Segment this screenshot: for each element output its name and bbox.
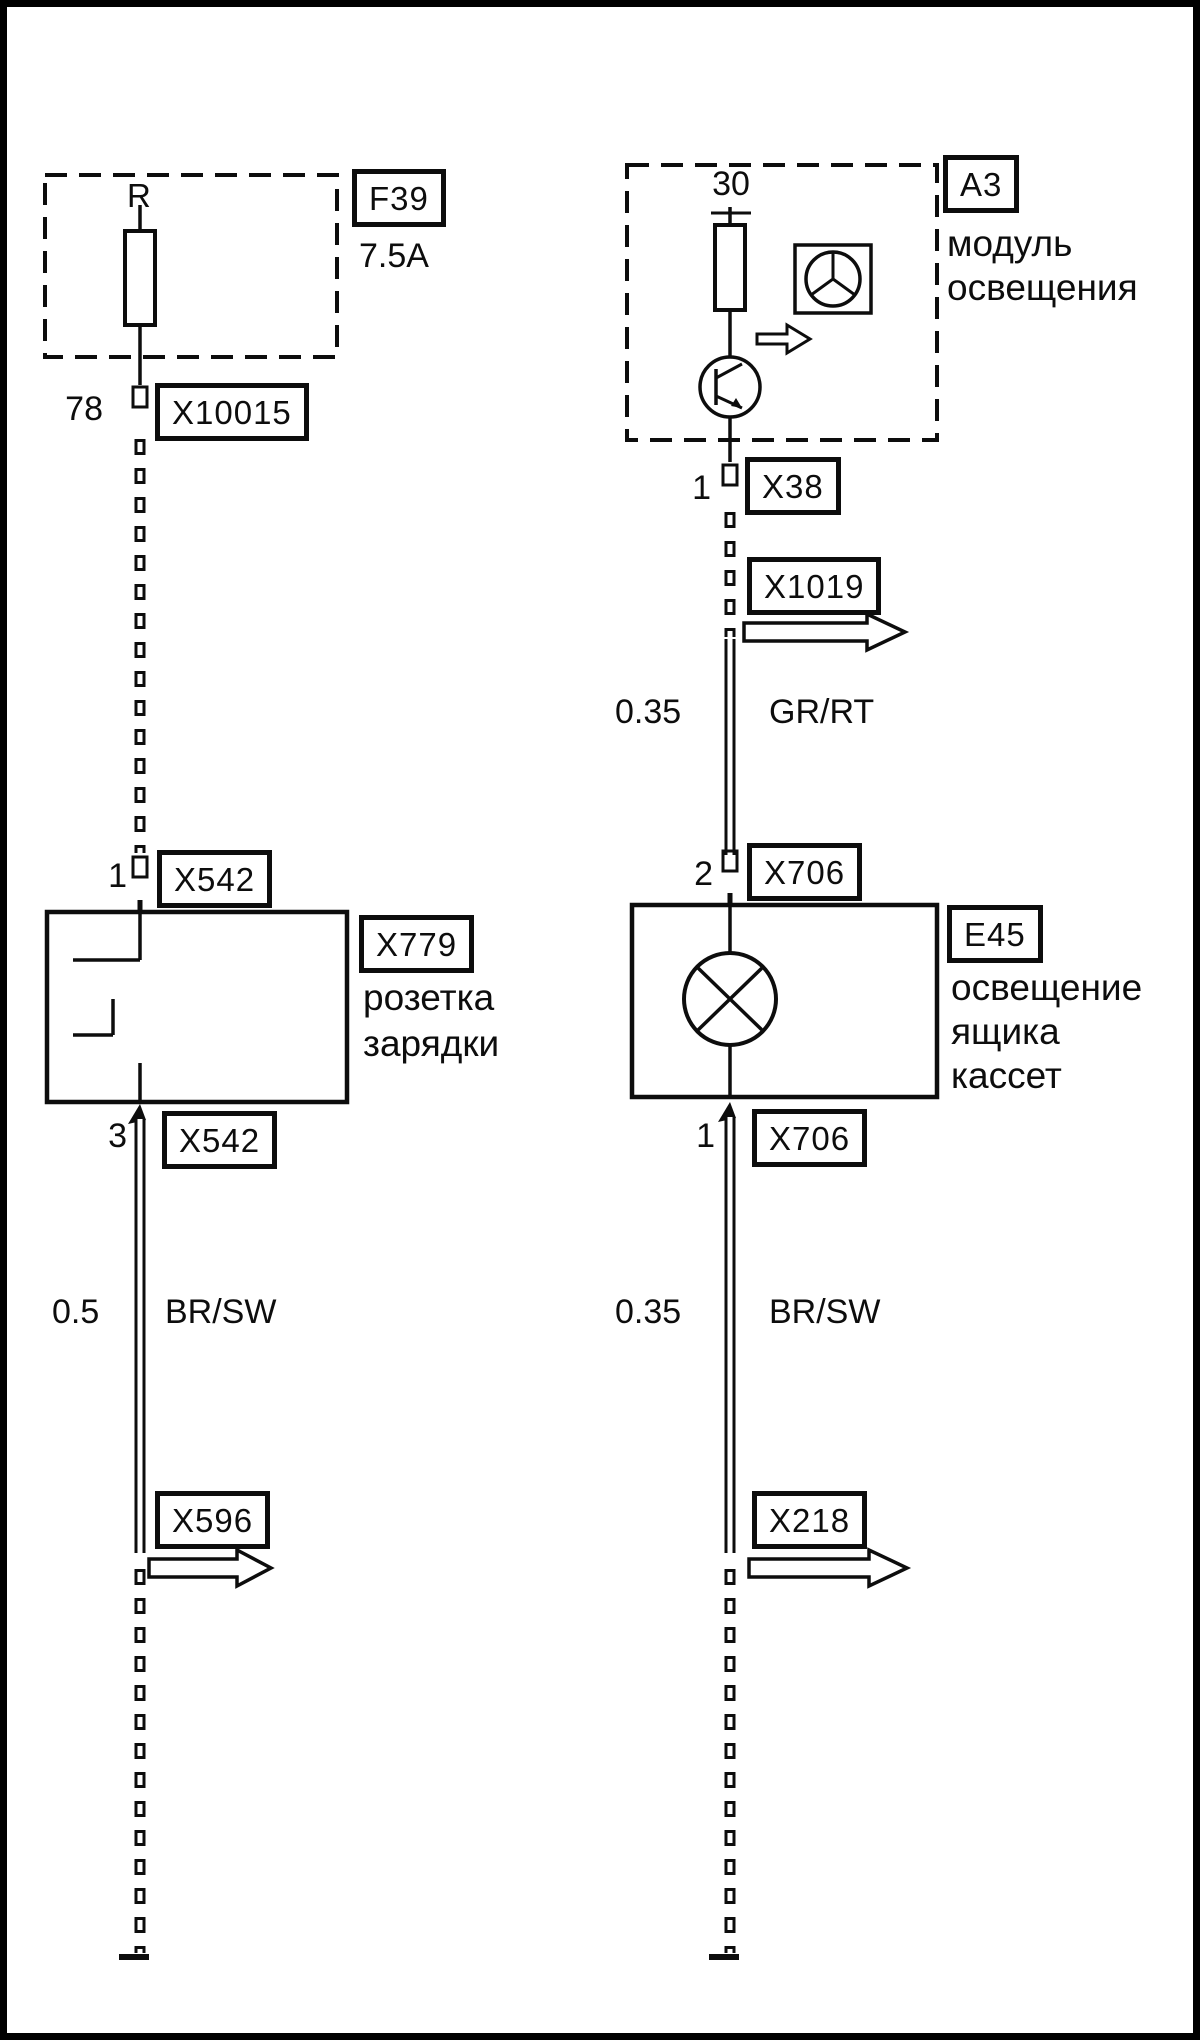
- cassette-light-box: [629, 902, 940, 1100]
- fuse-internal-label: R: [127, 177, 151, 214]
- component-ref-x779: X779: [359, 915, 475, 973]
- module-resistor-symbol: [713, 223, 747, 358]
- wire-color-right-lower: BR/SW: [769, 1293, 881, 1331]
- module-name-line2: освещения: [947, 267, 1138, 308]
- component-ref-e45: E45: [947, 905, 1043, 963]
- fuse-ref-label: F39: [352, 169, 446, 227]
- module-name-line1: модуль: [947, 223, 1073, 264]
- connector-pin-symbol-x10015: [131, 385, 149, 409]
- wire-gauge-right-upper: 0.35: [615, 693, 682, 731]
- terminal-30-label: 30: [712, 165, 750, 203]
- terminal-30-lead: [711, 207, 751, 225]
- wire-gauge-left: 0.5: [52, 1293, 100, 1331]
- socket-contact-symbol: [73, 912, 142, 1102]
- component-name-line2-right: ящика: [951, 1011, 1060, 1052]
- component-name-line1-left: розетка: [363, 977, 495, 1018]
- wire-color-left: BR/SW: [165, 1293, 277, 1331]
- connector-label-x218: X218: [752, 1491, 868, 1549]
- pin-number-1-left: 1: [108, 857, 127, 895]
- fuse-symbol: [123, 205, 157, 385]
- left-fuse-block-outline: [43, 173, 339, 359]
- wire-gauge-right-lower: 0.35: [615, 1293, 682, 1331]
- connector-pin-symbol-x706-upper: [721, 849, 739, 905]
- connector-pin-symbol-x542-upper: [131, 855, 149, 912]
- dashed-wire-left-lower: [119, 1569, 149, 1960]
- component-name-line3-right: кассет: [951, 1055, 1062, 1096]
- connector-label-x706-upper: X706: [747, 843, 863, 901]
- connector-label-x542-upper: X542: [157, 850, 273, 908]
- wire-color-right-upper: GR/RT: [769, 693, 875, 731]
- module-relay-icon: [793, 243, 873, 315]
- page-reference-arrow-x596: [147, 1547, 275, 1589]
- page-reference-arrow-x218: [747, 1547, 912, 1589]
- connector-label-x10015: X10015: [155, 383, 309, 441]
- connector-label-x706-lower: X706: [752, 1109, 868, 1167]
- component-name-line2-left: зарядки: [363, 1023, 500, 1064]
- module-output-arrow: [755, 322, 813, 356]
- pin-number-2: 2: [694, 855, 713, 893]
- transistor-symbol: [698, 355, 762, 462]
- connector-label-x596: X596: [155, 1491, 271, 1549]
- connector-label-x1019: X1019: [747, 557, 882, 615]
- connector-pin-symbol-x38: [721, 463, 739, 487]
- pin-number-1-x706: 1: [696, 1117, 715, 1155]
- module-ref-a3: A3: [943, 155, 1020, 213]
- page-reference-arrow-x1019: [742, 611, 910, 653]
- dashed-wire-right-lower: [709, 1569, 739, 1960]
- wiring-diagram-canvas: [43, 163, 940, 1960]
- pin-number-1-x38: 1: [692, 469, 711, 507]
- connector-label-x542-lower: X542: [162, 1111, 278, 1169]
- pin-number-3: 3: [108, 1117, 127, 1155]
- pin-number-78: 78: [65, 390, 103, 428]
- charging-socket-box: [44, 909, 350, 1105]
- lighting-module-outline: [625, 163, 939, 442]
- lamp-symbol: [682, 905, 778, 1097]
- component-name-line1-right: освещение: [951, 967, 1143, 1008]
- fuse-rating: 7.5A: [359, 237, 429, 275]
- connector-label-x38: X38: [745, 457, 841, 515]
